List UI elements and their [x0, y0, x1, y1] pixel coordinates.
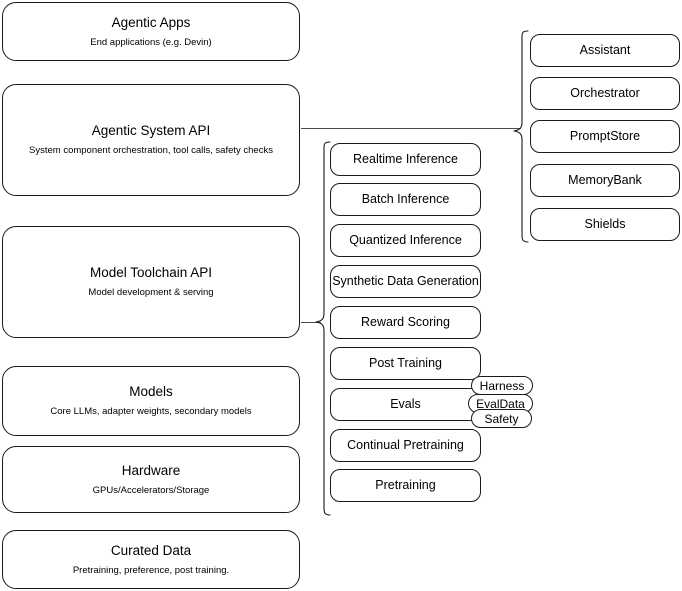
brace-agentic-components: [513, 30, 529, 243]
stack-layer-subtitle: End applications (e.g. Devin): [90, 36, 212, 48]
eval-tag-harness[interactable]: Harness: [471, 376, 533, 395]
agentic-component-label: Assistant: [579, 42, 631, 57]
agentic-component-orchestrator[interactable]: Orchestrator: [530, 77, 680, 110]
toolchain-component-label: Reward Scoring: [361, 314, 450, 329]
agentic-component-assistant[interactable]: Assistant: [530, 34, 680, 67]
toolchain-component-realtime-inference[interactable]: Realtime Inference: [330, 143, 481, 176]
stack-layer-title: Hardware: [121, 462, 181, 478]
toolchain-component-label: Realtime Inference: [353, 151, 458, 166]
brace-toolchain-components: [315, 141, 331, 516]
eval-tag-label: EvalData: [476, 396, 525, 411]
toolchain-component-label: Pretraining: [375, 477, 436, 492]
agentic-component-shields[interactable]: Shields: [530, 208, 680, 241]
stack-layer-subtitle: Core LLMs, adapter weights, secondary mo…: [50, 406, 252, 417]
connector-toolchain-to-components: [301, 321, 321, 323]
agentic-component-label: Orchestrator: [570, 85, 640, 100]
stack-layer-title: Model Toolchain API: [89, 265, 213, 281]
stack-layer-subtitle: Pretraining, preference, post training.: [72, 564, 230, 576]
toolchain-component-pretraining[interactable]: Pretraining: [330, 469, 481, 502]
stack-layer-agentic-system-api[interactable]: Agentic System API System component orch…: [2, 84, 300, 196]
toolchain-component-label: Evals: [390, 396, 421, 411]
stack-layer-agentic-apps[interactable]: Agentic Apps End applications (e.g. Devi…: [2, 2, 300, 61]
toolchain-component-post-training[interactable]: Post Training: [330, 347, 481, 380]
toolchain-component-label: Post Training: [369, 355, 442, 370]
eval-tag-label: Harness: [479, 378, 525, 393]
toolchain-component-synthetic-data-generation[interactable]: Synthetic Data Generation: [330, 265, 481, 298]
stack-layer-models[interactable]: Models Core LLMs, adapter weights, secon…: [2, 366, 300, 436]
toolchain-component-continual-pretraining[interactable]: Continual Pretraining: [330, 429, 481, 462]
stack-layer-curated-data[interactable]: Curated Data Pretraining, preference, po…: [2, 530, 300, 589]
toolchain-component-quantized-inference[interactable]: Quantized Inference: [330, 224, 481, 257]
stack-layer-title: Curated Data: [110, 542, 192, 558]
agentic-component-label: Shields: [584, 216, 626, 231]
connector-agentic-system-to-components: [301, 127, 520, 129]
agentic-component-label: PromptStore: [569, 128, 641, 143]
toolchain-component-evals[interactable]: Evals: [330, 388, 481, 421]
stack-layer-subtitle: Model development & serving: [88, 287, 214, 298]
stack-layer-subtitle: System component orchestration, tool cal…: [29, 145, 273, 156]
eval-tag-safety[interactable]: Safety: [471, 409, 532, 428]
agentic-component-promptstore[interactable]: PromptStore: [530, 120, 680, 153]
toolchain-component-label: Synthetic Data Generation: [332, 273, 479, 288]
stack-layer-model-toolchain-api[interactable]: Model Toolchain API Model development & …: [2, 226, 300, 338]
stack-layer-subtitle: GPUs/Accelerators/Storage: [92, 484, 210, 496]
toolchain-component-label: Continual Pretraining: [347, 437, 464, 452]
stack-layer-title: Agentic Apps: [111, 14, 191, 30]
toolchain-component-reward-scoring[interactable]: Reward Scoring: [330, 306, 481, 339]
agentic-component-label: MemoryBank: [568, 172, 642, 187]
stack-layer-title: Models: [129, 384, 173, 400]
toolchain-component-batch-inference[interactable]: Batch Inference: [330, 183, 481, 216]
agentic-component-memorybank[interactable]: MemoryBank: [530, 164, 680, 197]
toolchain-component-label: Quantized Inference: [349, 232, 462, 247]
toolchain-component-label: Batch Inference: [361, 191, 450, 206]
stack-layer-hardware[interactable]: Hardware GPUs/Accelerators/Storage: [2, 446, 300, 513]
eval-tag-label: Safety: [484, 411, 519, 426]
stack-layer-title: Agentic System API: [91, 123, 211, 139]
